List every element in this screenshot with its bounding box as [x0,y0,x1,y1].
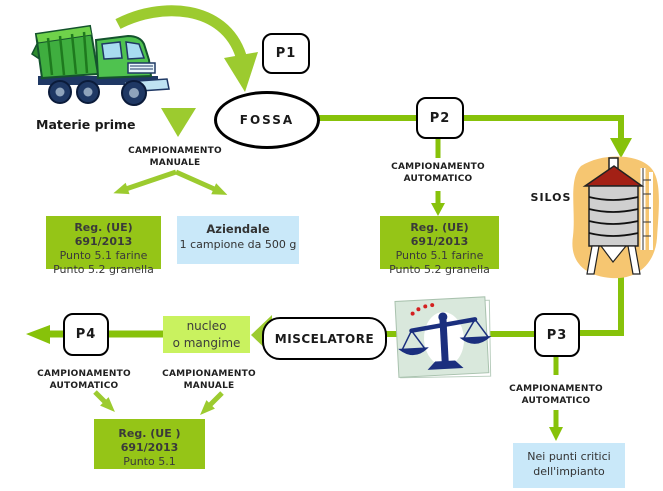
arrow-truck-to-fossa-head [224,52,258,92]
node-p4: P4 [63,313,109,356]
garbage-truck-illustration [31,24,170,106]
silos-label: SILOS [530,191,572,204]
arrow-truck-down-triangle [161,108,196,137]
nucleo-line2: o mangime [172,336,241,350]
box-reg-fossa: Reg. (UE) 691/2013 Punto 5.1 farine Punt… [46,216,161,276]
label-campionamento-automatico-p2: CAMPIONAMENTO AUTOMATICO [391,162,485,184]
nucleo-line1: nucleo [186,319,227,333]
box-punti-critici: Nei punti critici dell'impianto [513,443,625,488]
node-fossa: FOSSA [214,91,320,149]
balance-scale-illustration [394,296,492,379]
arrow-p4auto-to-regfinale [93,390,115,412]
node-nucleo-mangime: nucleo o mangime [163,316,250,353]
node-p2: P2 [416,97,464,139]
node-miscelatore: MISCELATORE [262,317,387,360]
arrow-out-left-head [26,325,50,344]
box-aziendale: Aziendale 1 campione da 500 g [177,216,299,264]
label-campionamento-manuale-nucleo: CAMPIONAMENTO MANUALE [162,369,256,391]
arrow-truck-to-fossa [115,5,247,59]
label-campionamento-manuale-fossa: CAMPIONAMENTO MANUALE [128,146,222,168]
line-silos-to-p3 [578,265,624,336]
materie-prime-label: Materie prime [36,117,136,132]
node-p3: P3 [534,313,580,357]
label-campionamento-automatico-p4: CAMPIONAMENTO AUTOMATICO [37,369,131,391]
label-campionamento-automatico-p3: CAMPIONAMENTO AUTOMATICO [509,384,603,406]
node-p1: P1 [262,33,310,74]
arrow-p3-to-blue-head [549,427,563,441]
grain-silo-illustration [572,156,659,279]
arrow-manual2-to-regfinale [200,391,224,415]
arrow-manual-to-aziendale [174,169,228,195]
line-fossa-to-silos [313,115,624,140]
box-reg-finale: Reg. (UE ) 691/2013 Punto 5.1 [94,419,205,469]
arrow-p2-to-reg-head [431,203,445,216]
box-reg-silos: Reg. (UE) 691/2013 Punto 5.1 farine Punt… [380,216,499,276]
arrow-manual-to-reg [113,169,177,195]
arrow-into-silos-head [610,138,632,158]
